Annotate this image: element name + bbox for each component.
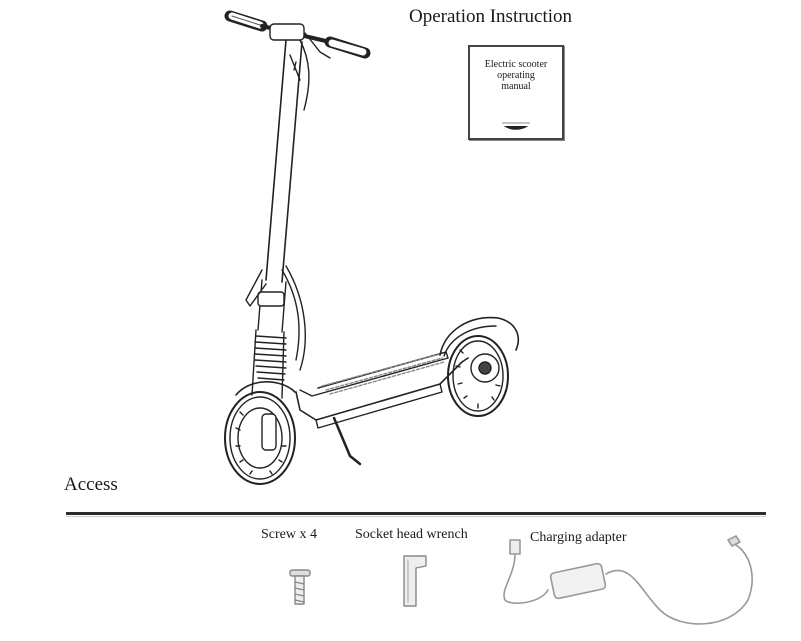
charging-adapter-label: Charging adapter: [530, 530, 627, 545]
wrench-icon: [403, 555, 427, 607]
charger-icon: [503, 535, 753, 625]
page-title: Operation Instruction: [409, 6, 573, 27]
scooter-logo-icon: [502, 122, 530, 130]
deck: [295, 316, 520, 466]
wrench-label: Socket head wrench: [355, 527, 468, 542]
accessories-heading: Access: [64, 474, 118, 495]
front-wheel: [224, 381, 296, 485]
screw-label: Screw x 4: [261, 527, 317, 542]
screw-icon: [289, 569, 311, 605]
section-divider-shadow: [66, 516, 766, 517]
rear-wheel: [447, 335, 509, 417]
operating-manual-card: Electric scooter operating manual: [468, 45, 564, 140]
stem: [245, 39, 306, 399]
manual-card-text: Electric scooter operating manual: [470, 59, 562, 92]
handlebar: [224, 10, 371, 111]
manual-text-line-3: manual: [501, 81, 531, 92]
section-divider: [66, 512, 766, 515]
manual-text-line-1: Electric scooter: [484, 59, 548, 70]
manual-text-line-2: operating: [497, 70, 535, 81]
